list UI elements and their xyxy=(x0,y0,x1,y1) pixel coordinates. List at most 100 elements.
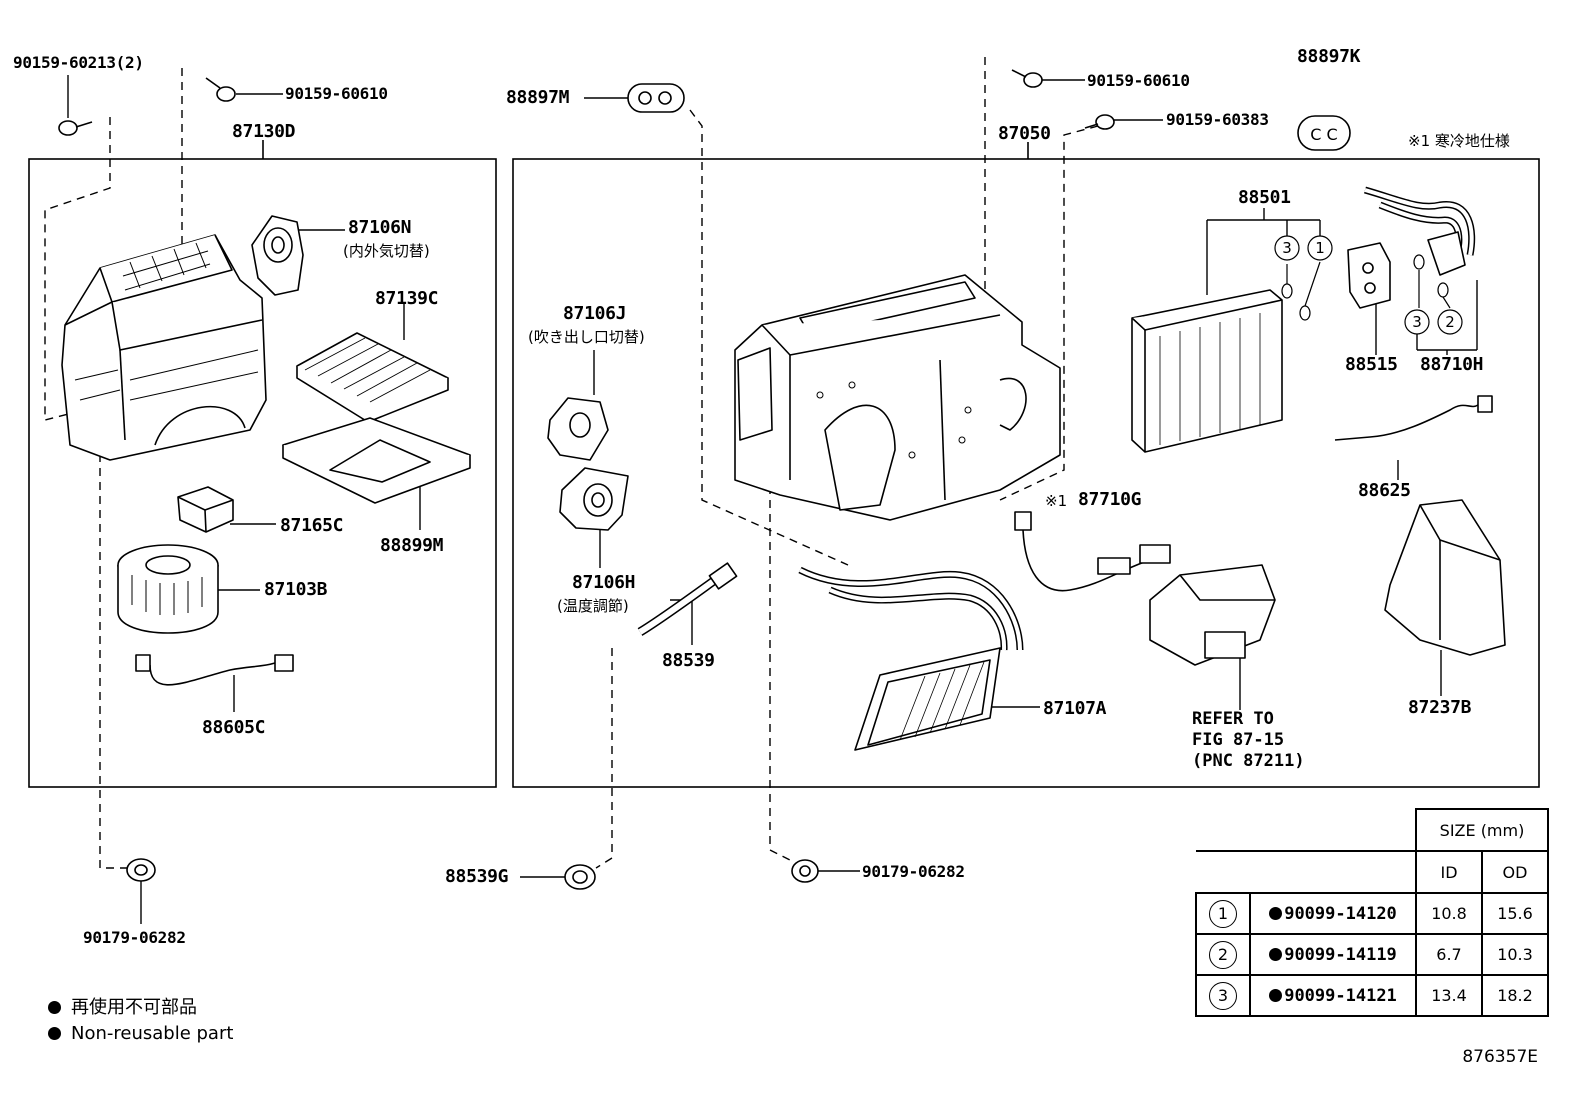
note-87106J: (吹き出し口切替) xyxy=(528,328,645,346)
non-reusable-dot-icon xyxy=(48,1001,61,1014)
oring-size-table: SIZE (mm) ID OD 1 90099-14120 10.8 15.6 … xyxy=(1195,808,1549,1017)
label-88501: 88501 xyxy=(1238,187,1291,208)
label-87237B: 87237B xyxy=(1408,697,1472,718)
blower-motor-87103B-drawing xyxy=(117,544,219,634)
heater-unit-87050-drawing xyxy=(734,274,1061,521)
label-90159-60383: 90159-60383 xyxy=(1166,110,1269,129)
callout-1a: 1 xyxy=(1315,239,1325,257)
callout-circles xyxy=(1274,235,1463,335)
size-header: SIZE (mm) xyxy=(1415,808,1549,852)
label-90179-06282-mid: 90179-06282 xyxy=(862,862,965,881)
row-part: 90099-14121 xyxy=(1269,986,1397,1006)
legend-en-text: Non-reusable part xyxy=(71,1023,234,1044)
callout-2b: 2 xyxy=(1445,313,1455,331)
row-part-number: 90099-14121 xyxy=(1284,985,1397,1006)
label-88605C: 88605C xyxy=(202,717,266,738)
label-88515: 88515 xyxy=(1345,354,1398,375)
col-od: OD xyxy=(1481,850,1549,894)
row-part: 90099-14120 xyxy=(1269,904,1397,924)
row-part-number: 90099-14119 xyxy=(1284,944,1397,965)
label-87106N: 87106N xyxy=(348,217,412,238)
refer-line-2: FIG 87-15 xyxy=(1192,730,1285,750)
nut-mid-drawing xyxy=(791,859,819,883)
label-90179-06282-left: 90179-06282 xyxy=(83,928,186,947)
expansion-valve-88515-drawing xyxy=(1347,242,1391,309)
label-87103B: 87103B xyxy=(264,579,328,600)
blower-case-drawing xyxy=(61,234,267,461)
label-87050: 87050 xyxy=(998,123,1051,144)
grommet-88539G-drawing xyxy=(564,864,596,890)
note-87106N: (内外気切替) xyxy=(343,242,430,260)
servo-motor-87106H-drawing xyxy=(559,467,629,531)
screw-90159-60383-drawing xyxy=(1084,114,1115,130)
dashed-leader-90159-60383 xyxy=(999,125,1099,501)
refer-note: REFER TO FIG 87-15 (PNC 87211) xyxy=(1192,709,1305,772)
screw-right-90159-60610-drawing xyxy=(1011,69,1043,88)
grommet-88897M-drawing xyxy=(627,83,685,113)
non-reusable-dot-icon xyxy=(1269,906,1283,920)
label-87106J: 87106J xyxy=(563,303,627,324)
label-88897K: 88897K xyxy=(1297,46,1361,67)
col-id: ID xyxy=(1415,850,1483,894)
screw-left-90159-60610-drawing xyxy=(205,77,236,102)
label-87130D: 87130D xyxy=(232,121,296,142)
row-id: 13.4 xyxy=(1415,974,1483,1017)
cold-region-note: ※1 寒冷地仕様 xyxy=(1408,132,1510,150)
label-87139C: 87139C xyxy=(375,288,439,309)
dashed-leader-left-bolt xyxy=(44,117,111,421)
duct-87211-drawing xyxy=(1149,564,1276,666)
table-row: 1 90099-14120 10.8 15.6 xyxy=(1195,892,1549,935)
evaporator-88501-drawing xyxy=(1131,289,1283,453)
row-od: 18.2 xyxy=(1481,974,1549,1017)
nut-left-drawing xyxy=(126,858,156,882)
callout-3b: 3 xyxy=(1412,313,1422,331)
refer-line-1: REFER TO xyxy=(1192,709,1274,729)
label-88539: 88539 xyxy=(662,650,715,671)
wire-88605C-drawing xyxy=(135,654,294,686)
wire-87710G-drawing xyxy=(1014,511,1171,592)
drain-hose-88539-drawing xyxy=(637,562,738,636)
row-part-number: 90099-14120 xyxy=(1284,903,1397,924)
label-87710G: 87710G xyxy=(1078,489,1142,510)
non-reusable-dot-icon xyxy=(1269,947,1283,961)
table-row: 3 90099-14121 13.4 18.2 xyxy=(1195,974,1549,1017)
label-88897M: 88897M xyxy=(506,87,570,108)
label-88899M: 88899M xyxy=(380,535,444,556)
row-od: 15.6 xyxy=(1481,892,1549,935)
air-filter-87139C-drawing xyxy=(296,332,449,423)
resistor-87165C-drawing xyxy=(177,486,234,533)
thermistor-88625-drawing xyxy=(1334,395,1493,441)
legend-en: Non-reusable part xyxy=(48,1023,233,1045)
row-id: 6.7 xyxy=(1415,933,1483,976)
label-88539G: 88539G xyxy=(445,866,509,887)
row-id: 10.8 xyxy=(1415,892,1483,935)
label-88710H: 88710H xyxy=(1420,354,1484,375)
table-row: 2 90099-14119 6.7 10.3 xyxy=(1195,933,1549,976)
label-87107A: 87107A xyxy=(1043,698,1107,719)
grommet-88897K-drawing: C C xyxy=(1297,115,1351,151)
label-90159-60213: 90159-60213(2) xyxy=(13,53,144,72)
non-reusable-dot-icon xyxy=(1269,988,1283,1002)
dashed-leader-88539G xyxy=(595,648,613,869)
pipe-88710H-drawing xyxy=(1364,186,1476,276)
filter-case-88899M-drawing xyxy=(282,417,471,504)
row-part: 90099-14119 xyxy=(1269,945,1397,965)
label-88625: 88625 xyxy=(1358,480,1411,501)
label-90159-60610-right: 90159-60610 xyxy=(1087,71,1190,90)
servo-motor-87106J-drawing xyxy=(547,397,609,461)
label-87165C: 87165C xyxy=(280,515,344,536)
callout-3a: 3 xyxy=(1282,239,1292,257)
duct-87237B-drawing xyxy=(1384,499,1506,656)
label-90159-60610-left: 90159-60610 xyxy=(285,84,388,103)
bolt-90159-60213-drawing xyxy=(58,120,93,136)
svg-text:C C: C C xyxy=(1310,125,1337,144)
heater-core-87107A-drawing xyxy=(798,566,1024,751)
legend-jp-text: 再使用不可部品 xyxy=(71,997,197,1018)
row-mark: 3 xyxy=(1209,981,1237,1010)
row-mark: 2 xyxy=(1209,940,1237,969)
figure-id: 876357E xyxy=(1462,1047,1538,1067)
mark-87710G: ※1 xyxy=(1045,492,1068,510)
row-mark: 1 xyxy=(1209,899,1237,928)
dashed-leader-left-nut xyxy=(99,440,128,869)
